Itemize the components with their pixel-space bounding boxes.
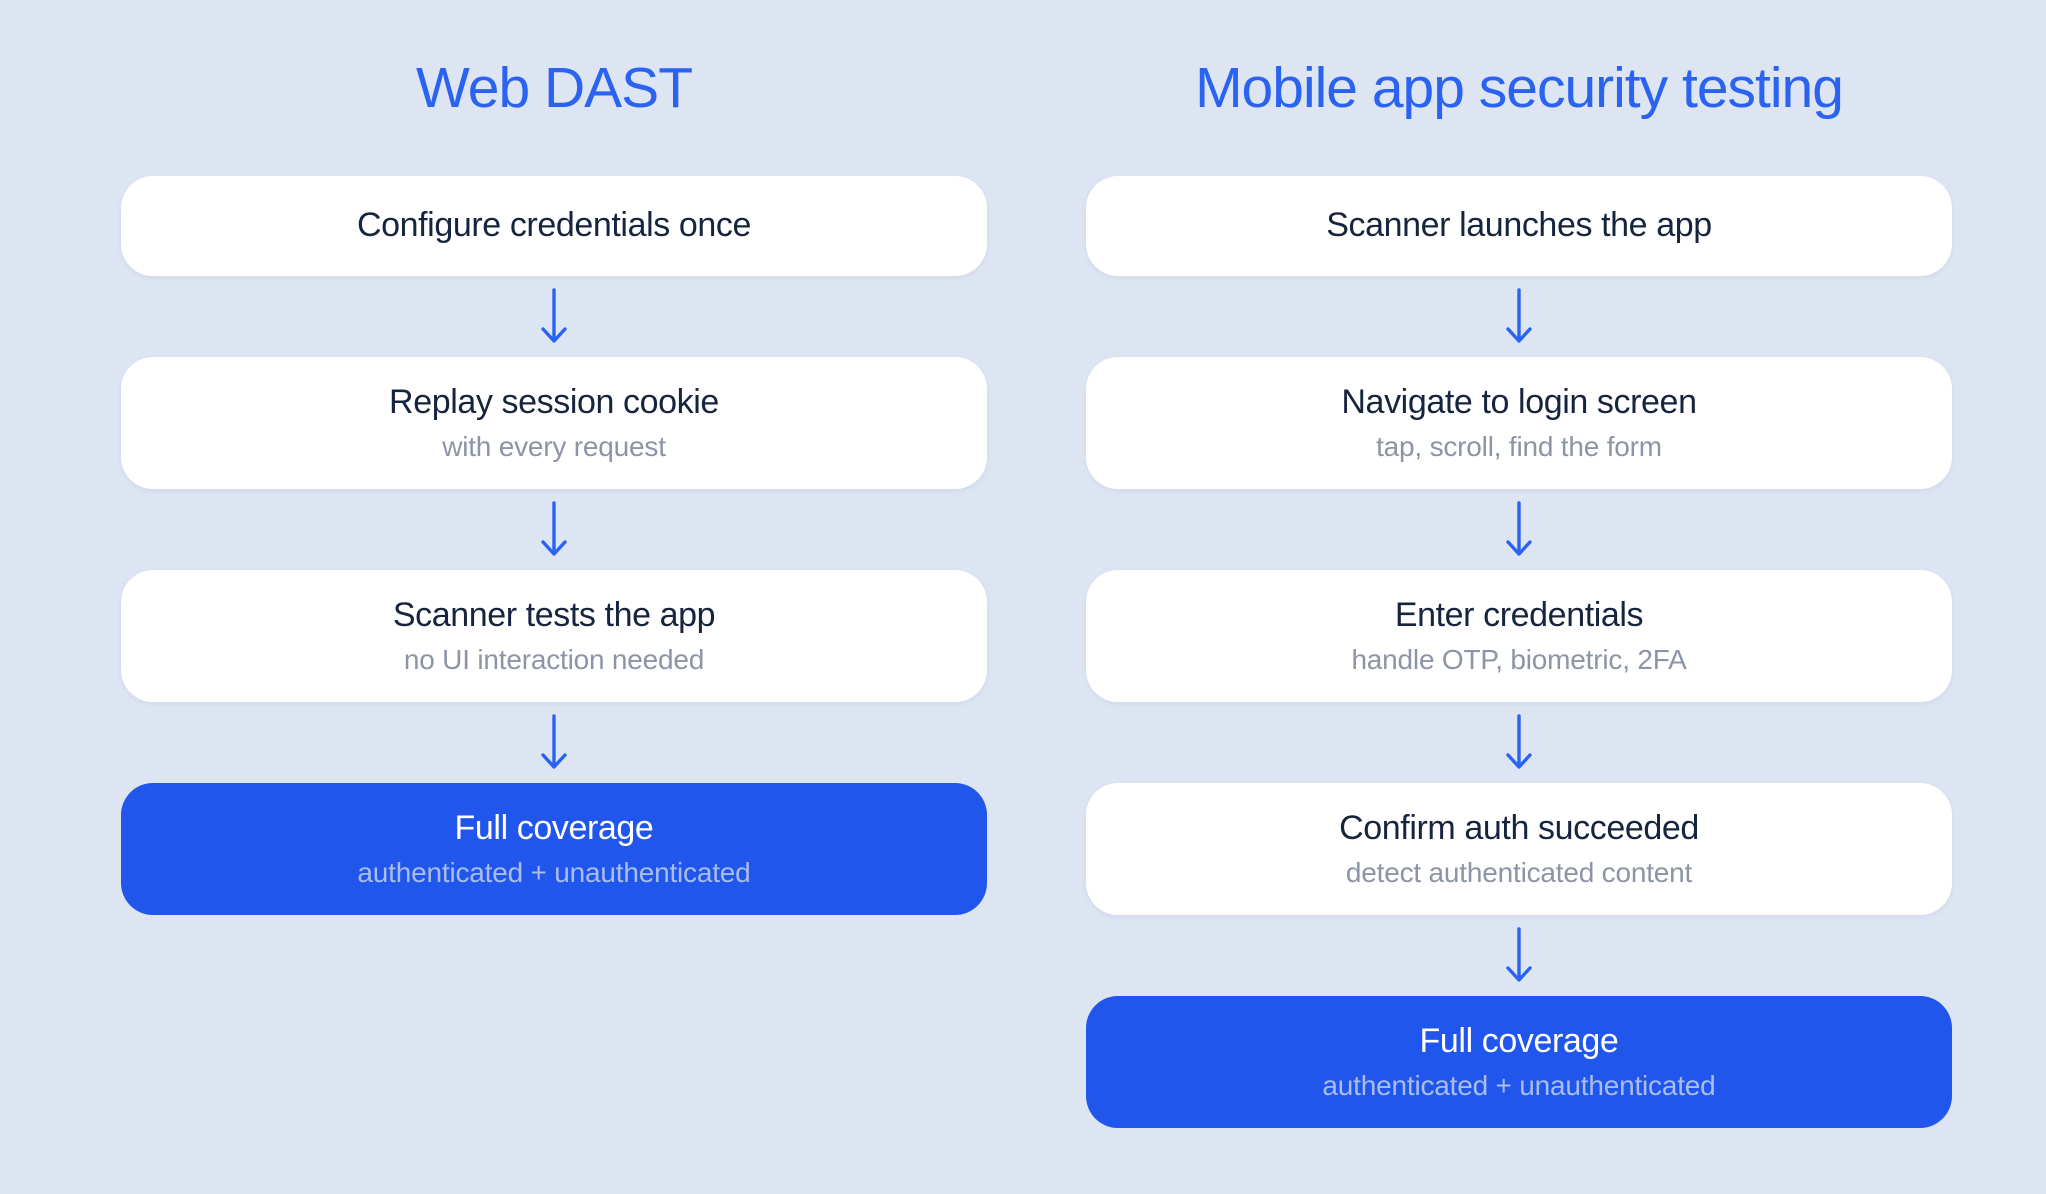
step-card-highlight: Full coverage authenticated + unauthenti… [1086, 996, 1952, 1128]
step-label: Configure credentials once [356, 206, 752, 245]
arrow-down-icon [541, 713, 567, 769]
step-sublabel: with every request [442, 430, 666, 462]
arrow-down-icon [541, 500, 567, 556]
step-card: Navigate to login screen tap, scroll, fi… [1086, 357, 1952, 489]
step-label: Confirm auth succeeded [1339, 808, 1699, 847]
arrow-down-icon [1506, 287, 1532, 343]
column-web-dast: Web DAST Configure credentials once Repl… [121, 0, 987, 915]
step-label: Scanner tests the app [392, 595, 716, 634]
flow-connector [536, 276, 572, 357]
step-sublabel: detect authenticated content [1345, 856, 1693, 888]
step-card: Configure credentials once [121, 176, 987, 276]
step-sublabel: no UI interaction needed [403, 643, 705, 675]
step-card: Replay session cookie with every request [121, 357, 987, 489]
arrow-down-icon [1506, 926, 1532, 982]
column-title-mobile: Mobile app security testing [1195, 56, 1844, 120]
step-label: Scanner launches the app [1326, 206, 1712, 245]
step-sublabel: handle OTP, biometric, 2FA [1351, 643, 1687, 675]
flow-connector [1501, 489, 1537, 570]
flow-connector [1501, 276, 1537, 357]
arrow-down-icon [1506, 500, 1532, 556]
arrow-down-icon [1506, 713, 1532, 769]
step-card: Scanner tests the app no UI interaction … [121, 570, 987, 702]
step-card: Enter credentials handle OTP, biometric,… [1086, 570, 1952, 702]
step-label: Navigate to login screen [1341, 382, 1697, 421]
flow-connector [1501, 702, 1537, 783]
step-card: Scanner launches the app [1086, 176, 1952, 276]
step-sublabel: authenticated + unauthenticated [357, 856, 751, 888]
flow-connector [536, 702, 572, 783]
flow-connector [1501, 915, 1537, 996]
step-label: Full coverage [454, 808, 654, 847]
step-card: Confirm auth succeeded detect authentica… [1086, 783, 1952, 915]
arrow-down-icon [541, 287, 567, 343]
step-sublabel: authenticated + unauthenticated [1322, 1069, 1716, 1101]
step-label: Replay session cookie [389, 382, 719, 421]
step-label: Enter credentials [1394, 595, 1644, 634]
column-mobile-app-security-testing: Mobile app security testing Scanner laun… [1086, 0, 1952, 1128]
column-title-web-dast: Web DAST [415, 56, 693, 120]
step-card-highlight: Full coverage authenticated + unauthenti… [121, 783, 987, 915]
flow-connector [536, 489, 572, 570]
step-sublabel: tap, scroll, find the form [1376, 430, 1662, 462]
step-label: Full coverage [1419, 1021, 1619, 1060]
